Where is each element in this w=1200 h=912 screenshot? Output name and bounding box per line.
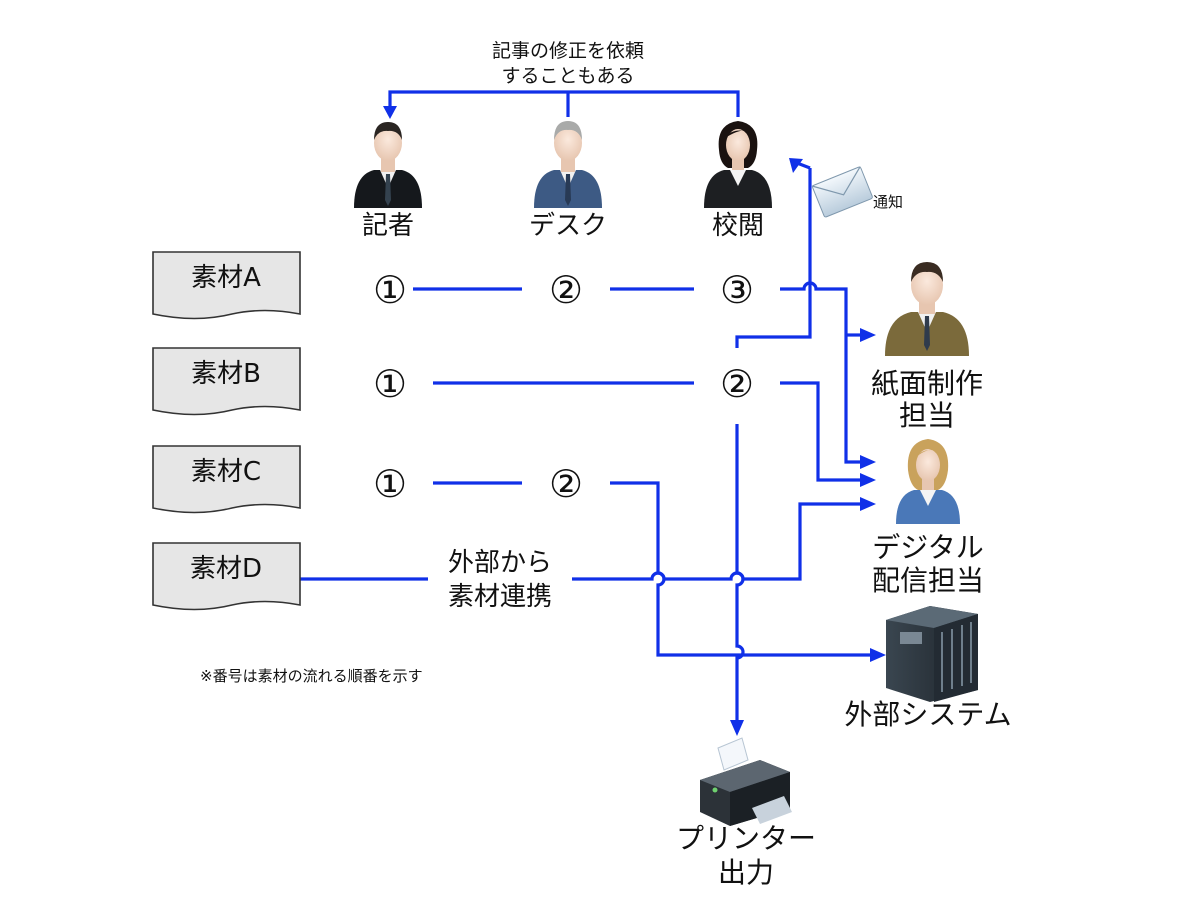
connectors: [300, 90, 886, 736]
revision-note-line-1: 記事の修正を依頼: [492, 40, 644, 62]
server-rack-icon: [886, 606, 978, 702]
digital-label-2: 配信担当: [872, 564, 984, 597]
notify-line: [735, 168, 812, 348]
printer-label-2: 出力: [718, 856, 774, 889]
material-d-link-2: [572, 502, 862, 581]
envelope-icon: [811, 166, 873, 218]
notify-arrowhead: [789, 158, 803, 173]
revision-note-line-2: することもある: [501, 65, 634, 87]
businessman-olive-suit-icon: [885, 262, 969, 356]
external-system-label: 外部システム: [844, 698, 1011, 731]
print-layout-label-2: 担当: [899, 399, 955, 432]
external-link-line-1: 外部から: [448, 548, 552, 578]
material-c-arrowhead: [870, 648, 886, 662]
businessman-gray-hair-icon: [534, 121, 602, 208]
businesswoman-icon: [704, 121, 772, 208]
material-b-arrowhead: [860, 473, 876, 487]
digital-label-1: デジタル: [872, 531, 983, 564]
revision-request-arrowhead: [383, 106, 397, 119]
notify-label: 通知: [873, 193, 903, 211]
material-c-link-2: [610, 481, 872, 657]
businessman-dark-suit-icon: [354, 122, 422, 208]
printer-icon: [700, 737, 792, 826]
material-b-doc: 素材B: [152, 347, 301, 416]
material-b-link-2: [780, 381, 862, 482]
material-c-doc: 素材C: [152, 445, 301, 514]
reporter-label: 記者: [362, 211, 414, 241]
material-b-step-1: ①: [373, 362, 407, 406]
material-a-label: 素材A: [191, 263, 261, 293]
material-a-doc: 素材A: [152, 251, 301, 320]
material-c-label: 素材C: [191, 457, 261, 487]
material-a-arrowhead-digital: [860, 455, 876, 469]
material-b-label: 素材B: [191, 359, 261, 389]
printer-label-1: プリンター: [676, 822, 816, 855]
material-b-step-2: ②: [720, 362, 754, 406]
material-a-step-2: ②: [549, 268, 583, 312]
businesswoman-blonde-icon: [896, 439, 960, 524]
material-c-step-1: ①: [373, 462, 407, 506]
material-a-arrowhead-layout: [860, 328, 876, 342]
print-layout-label-1: 紙面制作: [871, 367, 983, 400]
external-link-line-2: 素材連携: [448, 582, 552, 612]
proofreader-label: 校閲: [712, 211, 764, 241]
printer-arrowhead: [730, 720, 744, 736]
material-d-label: 素材D: [190, 554, 262, 584]
material-a-step-3: ③: [720, 268, 754, 312]
material-d-doc: 素材D: [152, 542, 301, 611]
footnote: ※番号は素材の流れる順番を示す: [200, 667, 423, 685]
material-c-step-2: ②: [549, 462, 583, 506]
notify-line-tip: [796, 161, 811, 170]
material-d-arrowhead: [860, 497, 876, 511]
material-a-link-3: [780, 281, 862, 464]
desk-label: デスク: [529, 211, 607, 241]
material-a-step-1: ①: [373, 268, 407, 312]
revision-request-line: [388, 90, 740, 117]
